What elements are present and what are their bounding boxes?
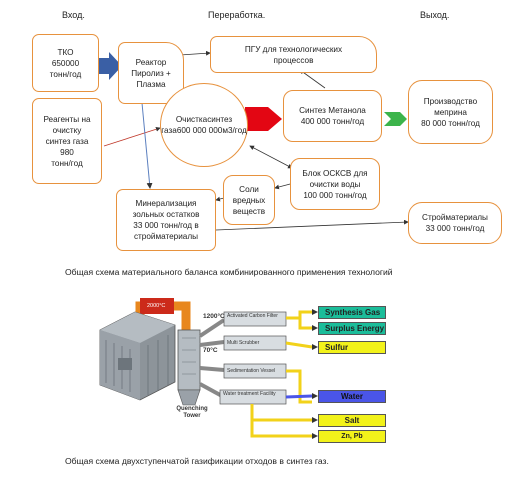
methanol-to-pgu bbox=[299, 69, 326, 89]
output-synthesis-gas: Synthesis Gas bbox=[318, 306, 386, 319]
caption-top: Общая схема материального баланса комбин… bbox=[65, 267, 393, 277]
unit-multi-scrubber: Multi Scrubber bbox=[227, 340, 260, 346]
salts-to-mineral bbox=[215, 196, 225, 202]
header-input: Вход. bbox=[62, 10, 85, 20]
output-surplus-energy: Surplus Energy bbox=[318, 322, 386, 335]
unit-sedimentation: Sedimentation Vessel bbox=[227, 368, 276, 374]
unit-activated-carbon: Activated Carbon Filter bbox=[227, 313, 278, 319]
blue-feed-arrow bbox=[99, 52, 122, 80]
temp-2000: 2000°C bbox=[147, 303, 166, 309]
output-salt: Salt bbox=[318, 414, 386, 427]
temp-1200: 1200°C bbox=[203, 313, 225, 320]
header-output: Выход. bbox=[420, 10, 450, 20]
unit-water-treatment: Water treatment Facility bbox=[223, 391, 276, 397]
quenching-tower-label: Quenching Tower bbox=[176, 406, 208, 419]
output-water: Water bbox=[318, 390, 386, 403]
reactor-to-mineral bbox=[141, 102, 153, 189]
output-sulfur: Sulfur bbox=[318, 341, 386, 354]
red-arrow bbox=[245, 107, 282, 131]
green-arrow bbox=[384, 112, 407, 126]
temp-70: 70°C bbox=[203, 347, 218, 354]
cleaning-block-link bbox=[249, 145, 293, 169]
reactor-to-pgu bbox=[179, 50, 211, 56]
header-processing: Переработка. bbox=[208, 10, 266, 20]
reagents-line bbox=[103, 126, 161, 147]
mineral-to-building bbox=[215, 219, 409, 231]
output-zn-pb: Zn, Pb bbox=[318, 430, 386, 443]
circle-gas-cleaning: Очисткасинтез газа600 000 000м3/год bbox=[160, 83, 248, 167]
caption-bottom: Общая схема двухступенчатой газификации … bbox=[65, 456, 329, 466]
